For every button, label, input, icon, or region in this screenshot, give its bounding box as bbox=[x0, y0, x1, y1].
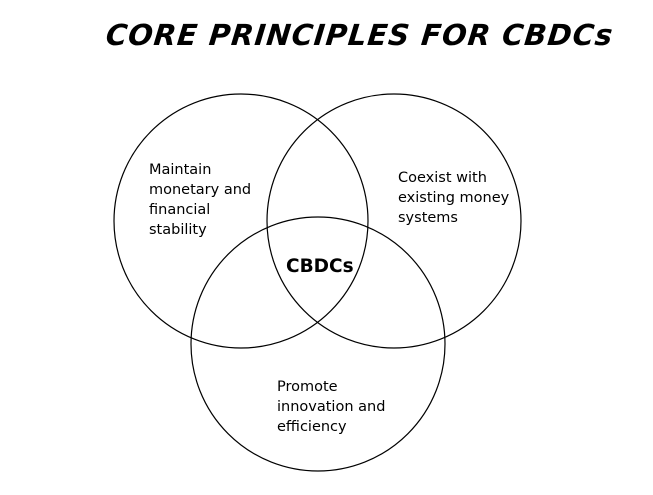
center-label: CBDCs bbox=[286, 256, 354, 277]
circle-coexist bbox=[266, 93, 522, 349]
circle-stability bbox=[113, 93, 369, 349]
circle-innovation bbox=[190, 216, 446, 472]
label-innovation: Promote innovation and efficiency bbox=[277, 379, 386, 435]
label-coexist: Coexist with existing money systems bbox=[398, 170, 510, 226]
label-stability: Maintain monetary and financial stabilit… bbox=[149, 162, 252, 238]
